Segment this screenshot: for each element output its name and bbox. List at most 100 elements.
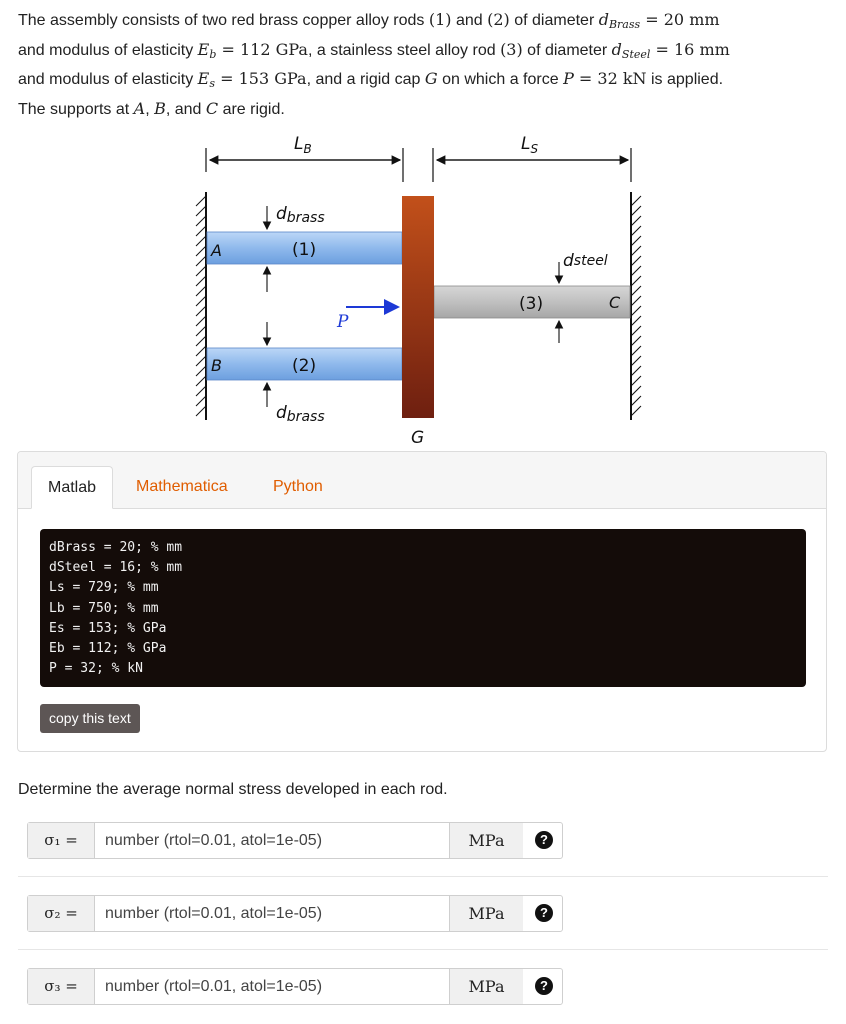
subscript: Steel xyxy=(621,47,651,61)
dbrass-bottom-sub: brass xyxy=(287,409,325,425)
text: , xyxy=(145,100,155,118)
support-c-label: C xyxy=(609,293,621,312)
subscript: Brass xyxy=(608,18,641,31)
cap-g-label: G xyxy=(411,428,424,448)
subscript: s xyxy=(209,77,215,90)
text: , and a rigid cap xyxy=(306,71,425,88)
code-block[interactable]: dBrass = 20; % mm dSteel = 16; % mm Ls = 7… xyxy=(40,529,806,687)
rod-ref: (1) xyxy=(428,10,452,29)
code-line: Es = 153; % GPa xyxy=(49,620,167,636)
dimension-lb: LB xyxy=(205,134,404,182)
value: = 16 mm xyxy=(650,39,730,59)
svg-text:dsteel: dsteel xyxy=(563,251,608,271)
support-b-label: B xyxy=(211,356,222,375)
support-a-label: A xyxy=(210,241,222,260)
value: = 20 mm xyxy=(640,10,720,29)
dbrass-bottom-main: d xyxy=(276,403,287,423)
symbol: d xyxy=(611,39,622,59)
text: The supports at xyxy=(18,100,134,118)
sigma-2-unit: MPa xyxy=(449,896,523,931)
left-wall-support xyxy=(195,192,207,420)
symbol: P xyxy=(563,69,574,88)
rod-3-steel xyxy=(433,285,631,319)
ls-sub: S xyxy=(530,142,538,156)
sigma-2-input[interactable] xyxy=(95,896,449,931)
lb-label: L xyxy=(294,134,303,154)
code-card: Matlab Mathematica Python dBrass = 20; %… xyxy=(17,451,827,752)
sigma-3-unit: MPa xyxy=(449,969,523,1004)
dbrass-top-sub: brass xyxy=(287,210,325,226)
text: and xyxy=(451,12,488,29)
help-icon[interactable]: ? xyxy=(535,831,553,849)
language-tabs: Matlab Mathematica Python xyxy=(18,452,826,509)
subscript: b xyxy=(209,47,217,61)
answer-row-sigma-2: σ₂ = MPa ? xyxy=(27,895,563,932)
rod-1-brass xyxy=(206,231,403,265)
rod-1-label: (1) xyxy=(292,240,316,260)
code-line: P = 32; % kN xyxy=(49,661,143,677)
value: = 112 GPa xyxy=(216,39,308,59)
rod-3-label: (3) xyxy=(519,294,543,314)
symbol: C xyxy=(205,98,219,118)
problem-line-3: and modulus of elasticity Es = 153 GPa, … xyxy=(18,67,828,97)
rod-2-label: (2) xyxy=(292,356,316,376)
rigid-cap-g xyxy=(402,196,434,418)
sigma-1-unit: MPa xyxy=(449,823,523,858)
svg-text:dbrass: dbrass xyxy=(276,403,325,425)
value: = 32 kN xyxy=(573,69,647,88)
sigma-2-label: σ₂ = xyxy=(28,896,95,931)
rod-2-brass xyxy=(206,347,403,381)
text: on which a force xyxy=(437,71,564,88)
tab-matlab[interactable]: Matlab xyxy=(31,466,114,509)
right-wall-support xyxy=(630,192,642,420)
lb-sub: B xyxy=(303,142,311,156)
value: = 153 GPa xyxy=(215,69,307,88)
rod-ref: (2) xyxy=(487,10,510,29)
text: The assembly consists of two red brass c… xyxy=(18,12,429,29)
text: , and xyxy=(165,100,206,118)
svg-text:LS: LS xyxy=(521,134,538,156)
help-icon[interactable]: ? xyxy=(535,977,553,995)
tab-mathematica[interactable]: Mathematica xyxy=(136,478,228,495)
dimension-ls: LS xyxy=(432,134,632,182)
divider xyxy=(18,949,828,950)
code-line: dSteel = 16; % mm xyxy=(49,560,183,576)
code-line: Lb = 750; % mm xyxy=(49,600,159,616)
symbol: G xyxy=(424,69,438,88)
text: , a stainless steel alloy rod xyxy=(307,41,501,59)
help-icon[interactable]: ? xyxy=(535,904,553,922)
answer-row-sigma-3: σ₃ = MPa ? xyxy=(27,968,563,1005)
problem-line-2: and modulus of elasticity Eb = 112 GPa, … xyxy=(18,38,828,68)
symbol: A xyxy=(133,98,146,118)
tab-python[interactable]: Python xyxy=(273,478,323,495)
dsteel-sub: steel xyxy=(574,253,608,269)
answer-row-sigma-1: σ₁ = MPa ? xyxy=(27,822,563,859)
code-line: Eb = 112; % GPa xyxy=(49,641,167,657)
text: are rigid. xyxy=(218,100,285,118)
code-line: Ls = 729; % mm xyxy=(49,580,159,596)
sigma-3-label: σ₃ = xyxy=(28,969,95,1004)
symbol: E xyxy=(197,69,210,88)
divider xyxy=(18,876,828,877)
dbrass-top-main: d xyxy=(276,204,287,224)
problem-statement: The assembly consists of two red brass c… xyxy=(18,8,828,122)
sigma-1-label: σ₁ = xyxy=(28,823,95,858)
text: of diameter xyxy=(522,41,612,59)
code-line: dBrass = 20; % mm xyxy=(49,540,183,555)
text: and modulus of elasticity xyxy=(18,71,198,88)
svg-text:LB: LB xyxy=(294,134,312,156)
symbol: B xyxy=(154,98,166,118)
copy-text-button[interactable]: copy this text xyxy=(40,704,140,733)
sigma-3-input[interactable] xyxy=(95,969,449,1004)
symbol: E xyxy=(197,39,210,59)
text: of diameter xyxy=(509,12,599,29)
question-text: Determine the average normal stress deve… xyxy=(18,781,448,798)
symbol: d xyxy=(598,10,609,29)
problem-line-1: The assembly consists of two red brass c… xyxy=(18,8,828,38)
ls-label: L xyxy=(521,134,530,154)
assembly-diagram: LB LS xyxy=(195,134,642,448)
text: is applied. xyxy=(646,71,724,88)
force-p-label: P xyxy=(336,312,349,332)
sigma-1-input[interactable] xyxy=(95,823,449,858)
svg-text:dbrass: dbrass xyxy=(276,204,325,226)
